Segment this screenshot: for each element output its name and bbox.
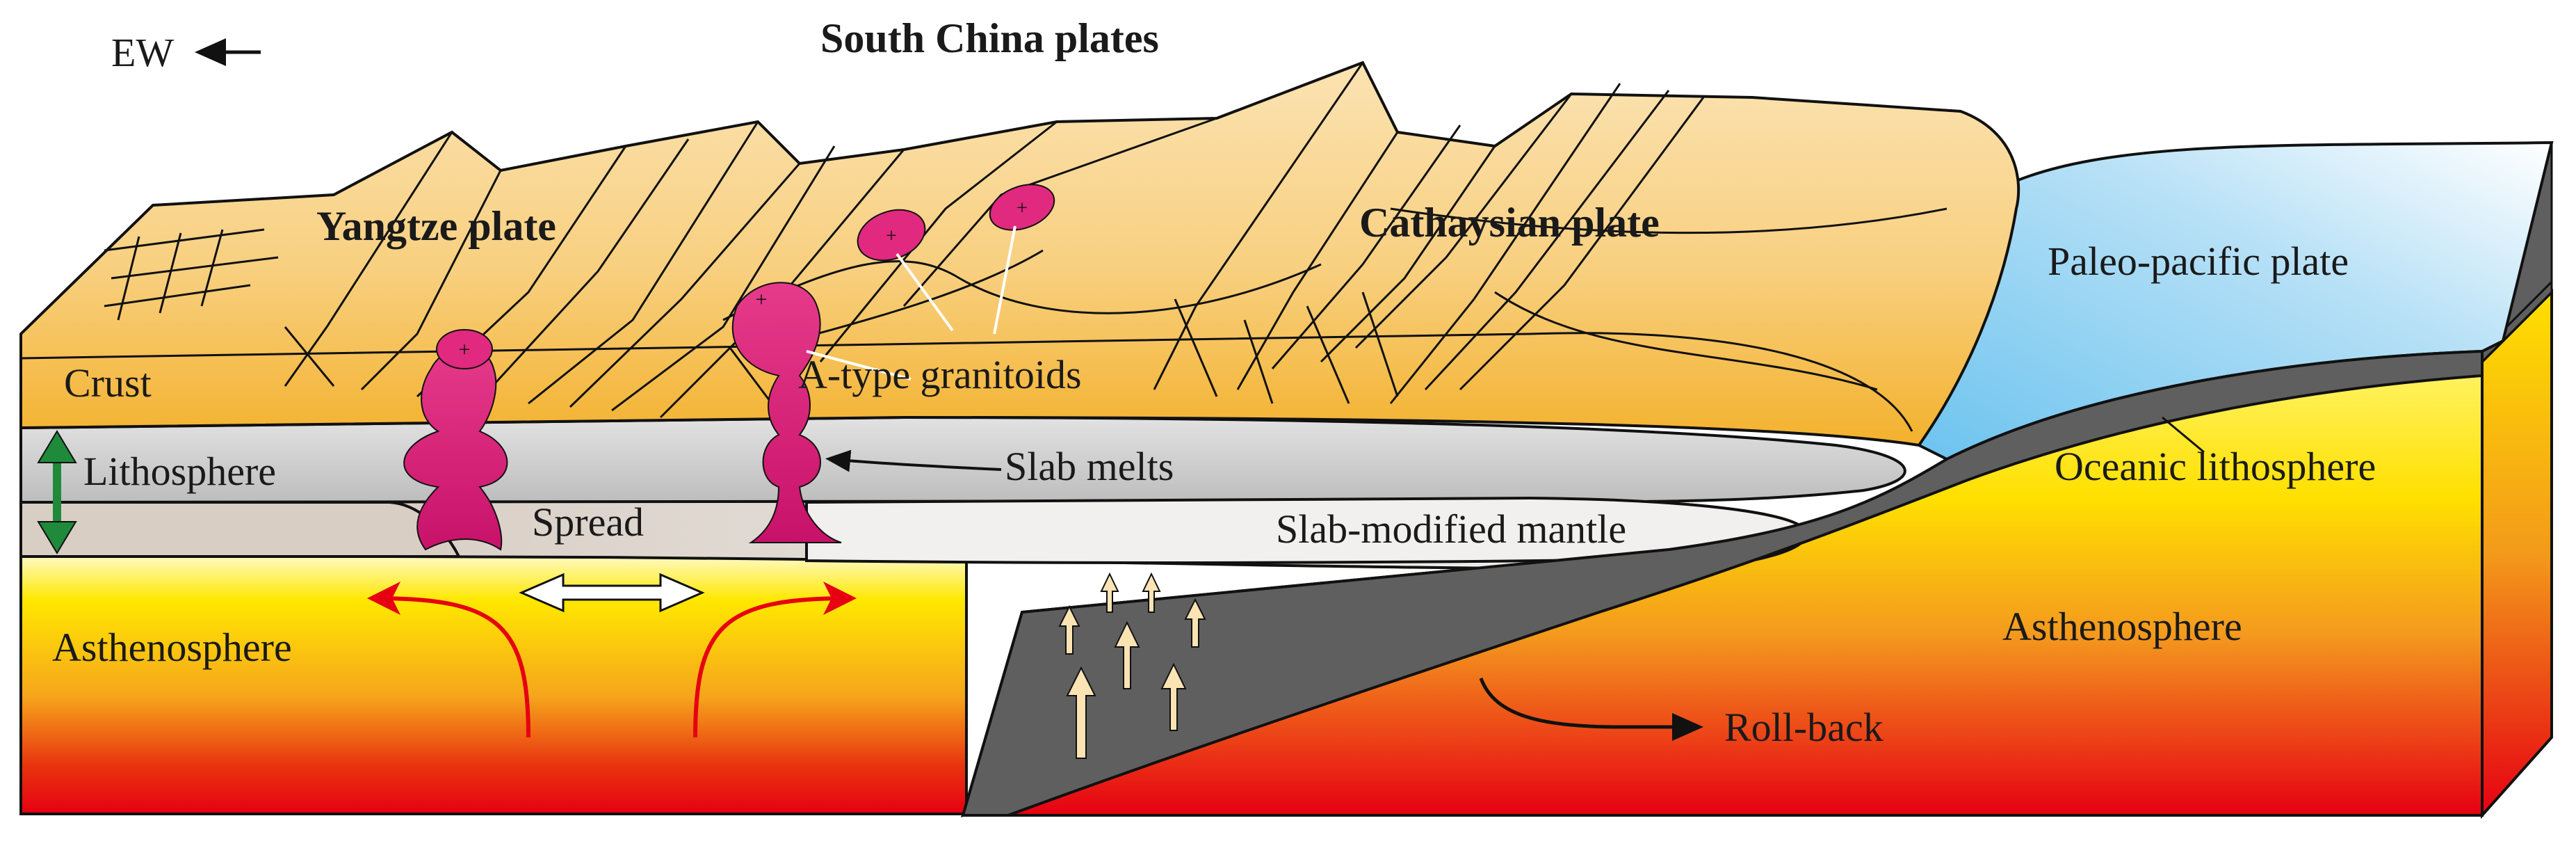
left-asthenosphere [19, 552, 968, 815]
asthenosphere-left-label: Asthenosphere [52, 625, 292, 670]
roll-back-arrow [1479, 678, 1703, 741]
magma-plume-left: + [403, 329, 508, 551]
svg-text:+: + [1016, 198, 1028, 219]
paleo-pacific-plate-label: Paleo-pacific plate [2048, 239, 2349, 284]
surface-grid-pattern [104, 228, 279, 321]
direction-label: EW [111, 30, 174, 75]
lithosphere-band [19, 415, 1906, 504]
oceanic-lithosphere-pointer [2162, 416, 2205, 454]
spread-label: Spread [532, 499, 644, 545]
oceanic-lithosphere-band [961, 349, 2484, 817]
cathaysian-plate-label: Cathaysian plate [1359, 200, 1660, 246]
slab-modified-mantle-label: Slab-modified mantle [1276, 506, 1626, 552]
slab-melts-arrow [825, 449, 1002, 472]
lower-lithosphere-left [19, 501, 462, 558]
granitoid-body-2: + [989, 184, 1055, 231]
diagram-title: South China plates [820, 15, 1159, 61]
roll-back-label: Roll-back [1724, 705, 1884, 750]
slab-dehydration-arrows [1058, 572, 1206, 759]
granitoid-body-1: + [857, 209, 926, 262]
mantle-upwelling-arrows [367, 582, 857, 738]
fault-lines [284, 62, 1947, 419]
yangtze-plate-label: Yangtze plate [316, 203, 556, 249]
asthenosphere-right-label: Asthenosphere [2002, 604, 2242, 649]
magma-plume-right: + [731, 282, 842, 543]
granitoids-label: A-type granitoids [798, 352, 1082, 397]
spread-arrow [519, 573, 705, 613]
svg-text:+: + [886, 225, 897, 247]
oceanic-lithosphere-label: Oceanic lithosphere [2055, 444, 2376, 489]
granitoid-pointers [806, 225, 1016, 381]
svg-text:+: + [459, 338, 471, 361]
svg-text:+: + [756, 288, 768, 311]
lithosphere-thickness-arrow [37, 430, 77, 554]
lithosphere-label: Lithosphere [83, 449, 276, 494]
slab-melts-label: Slab melts [1005, 444, 1174, 489]
crust-label: Crust [64, 360, 152, 406]
